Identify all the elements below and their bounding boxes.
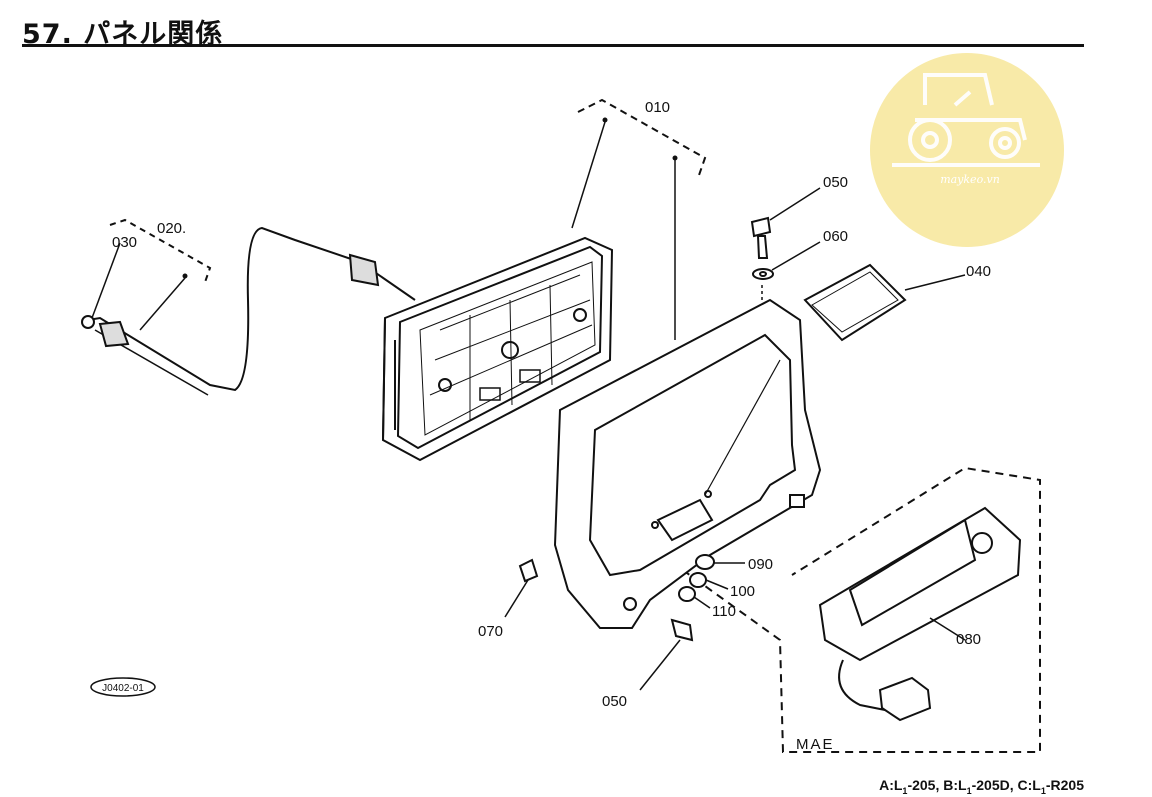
label-050-top: 050 [823, 174, 848, 191]
leader-040 [904, 274, 966, 291]
label-110: 110 [712, 603, 736, 620]
label-090: 090 [748, 556, 773, 573]
bracket-020 [109, 218, 212, 286]
bracket-010 [577, 98, 707, 179]
panel-frame [553, 298, 822, 629]
monitor-unit [818, 506, 1022, 722]
drawing-code: J0402-01 [90, 677, 156, 697]
label-100: 100 [730, 583, 755, 600]
leader-020 [139, 277, 186, 331]
label-050-bottom: 050 [602, 693, 627, 710]
drawing-code-text: J0402-01 [102, 683, 144, 694]
label-mae: MAE [796, 736, 835, 753]
label-010: 010 [645, 99, 670, 116]
watermark-text: maykeo.vn [940, 173, 1000, 186]
label-030: 030 [112, 234, 137, 251]
leader-010a [571, 121, 606, 229]
label-070: 070 [478, 623, 503, 640]
label-040: 040 [966, 263, 991, 280]
speedometer-cable [81, 226, 416, 396]
label-060: 060 [823, 228, 848, 245]
model-note: A:L1-205, B:L1-205D, C:L1-R205 [879, 777, 1084, 796]
title-divider [22, 44, 1084, 47]
tractor-icon [892, 73, 1040, 167]
cover-plate [803, 263, 907, 342]
fasteners [518, 554, 715, 642]
watermark-logo: maykeo.vn [870, 53, 1064, 247]
bolt-top [750, 216, 774, 280]
leader-030 [91, 242, 121, 319]
label-080: 080 [956, 631, 981, 648]
label-020: 020. [157, 220, 186, 237]
instrument-cluster [381, 236, 614, 462]
